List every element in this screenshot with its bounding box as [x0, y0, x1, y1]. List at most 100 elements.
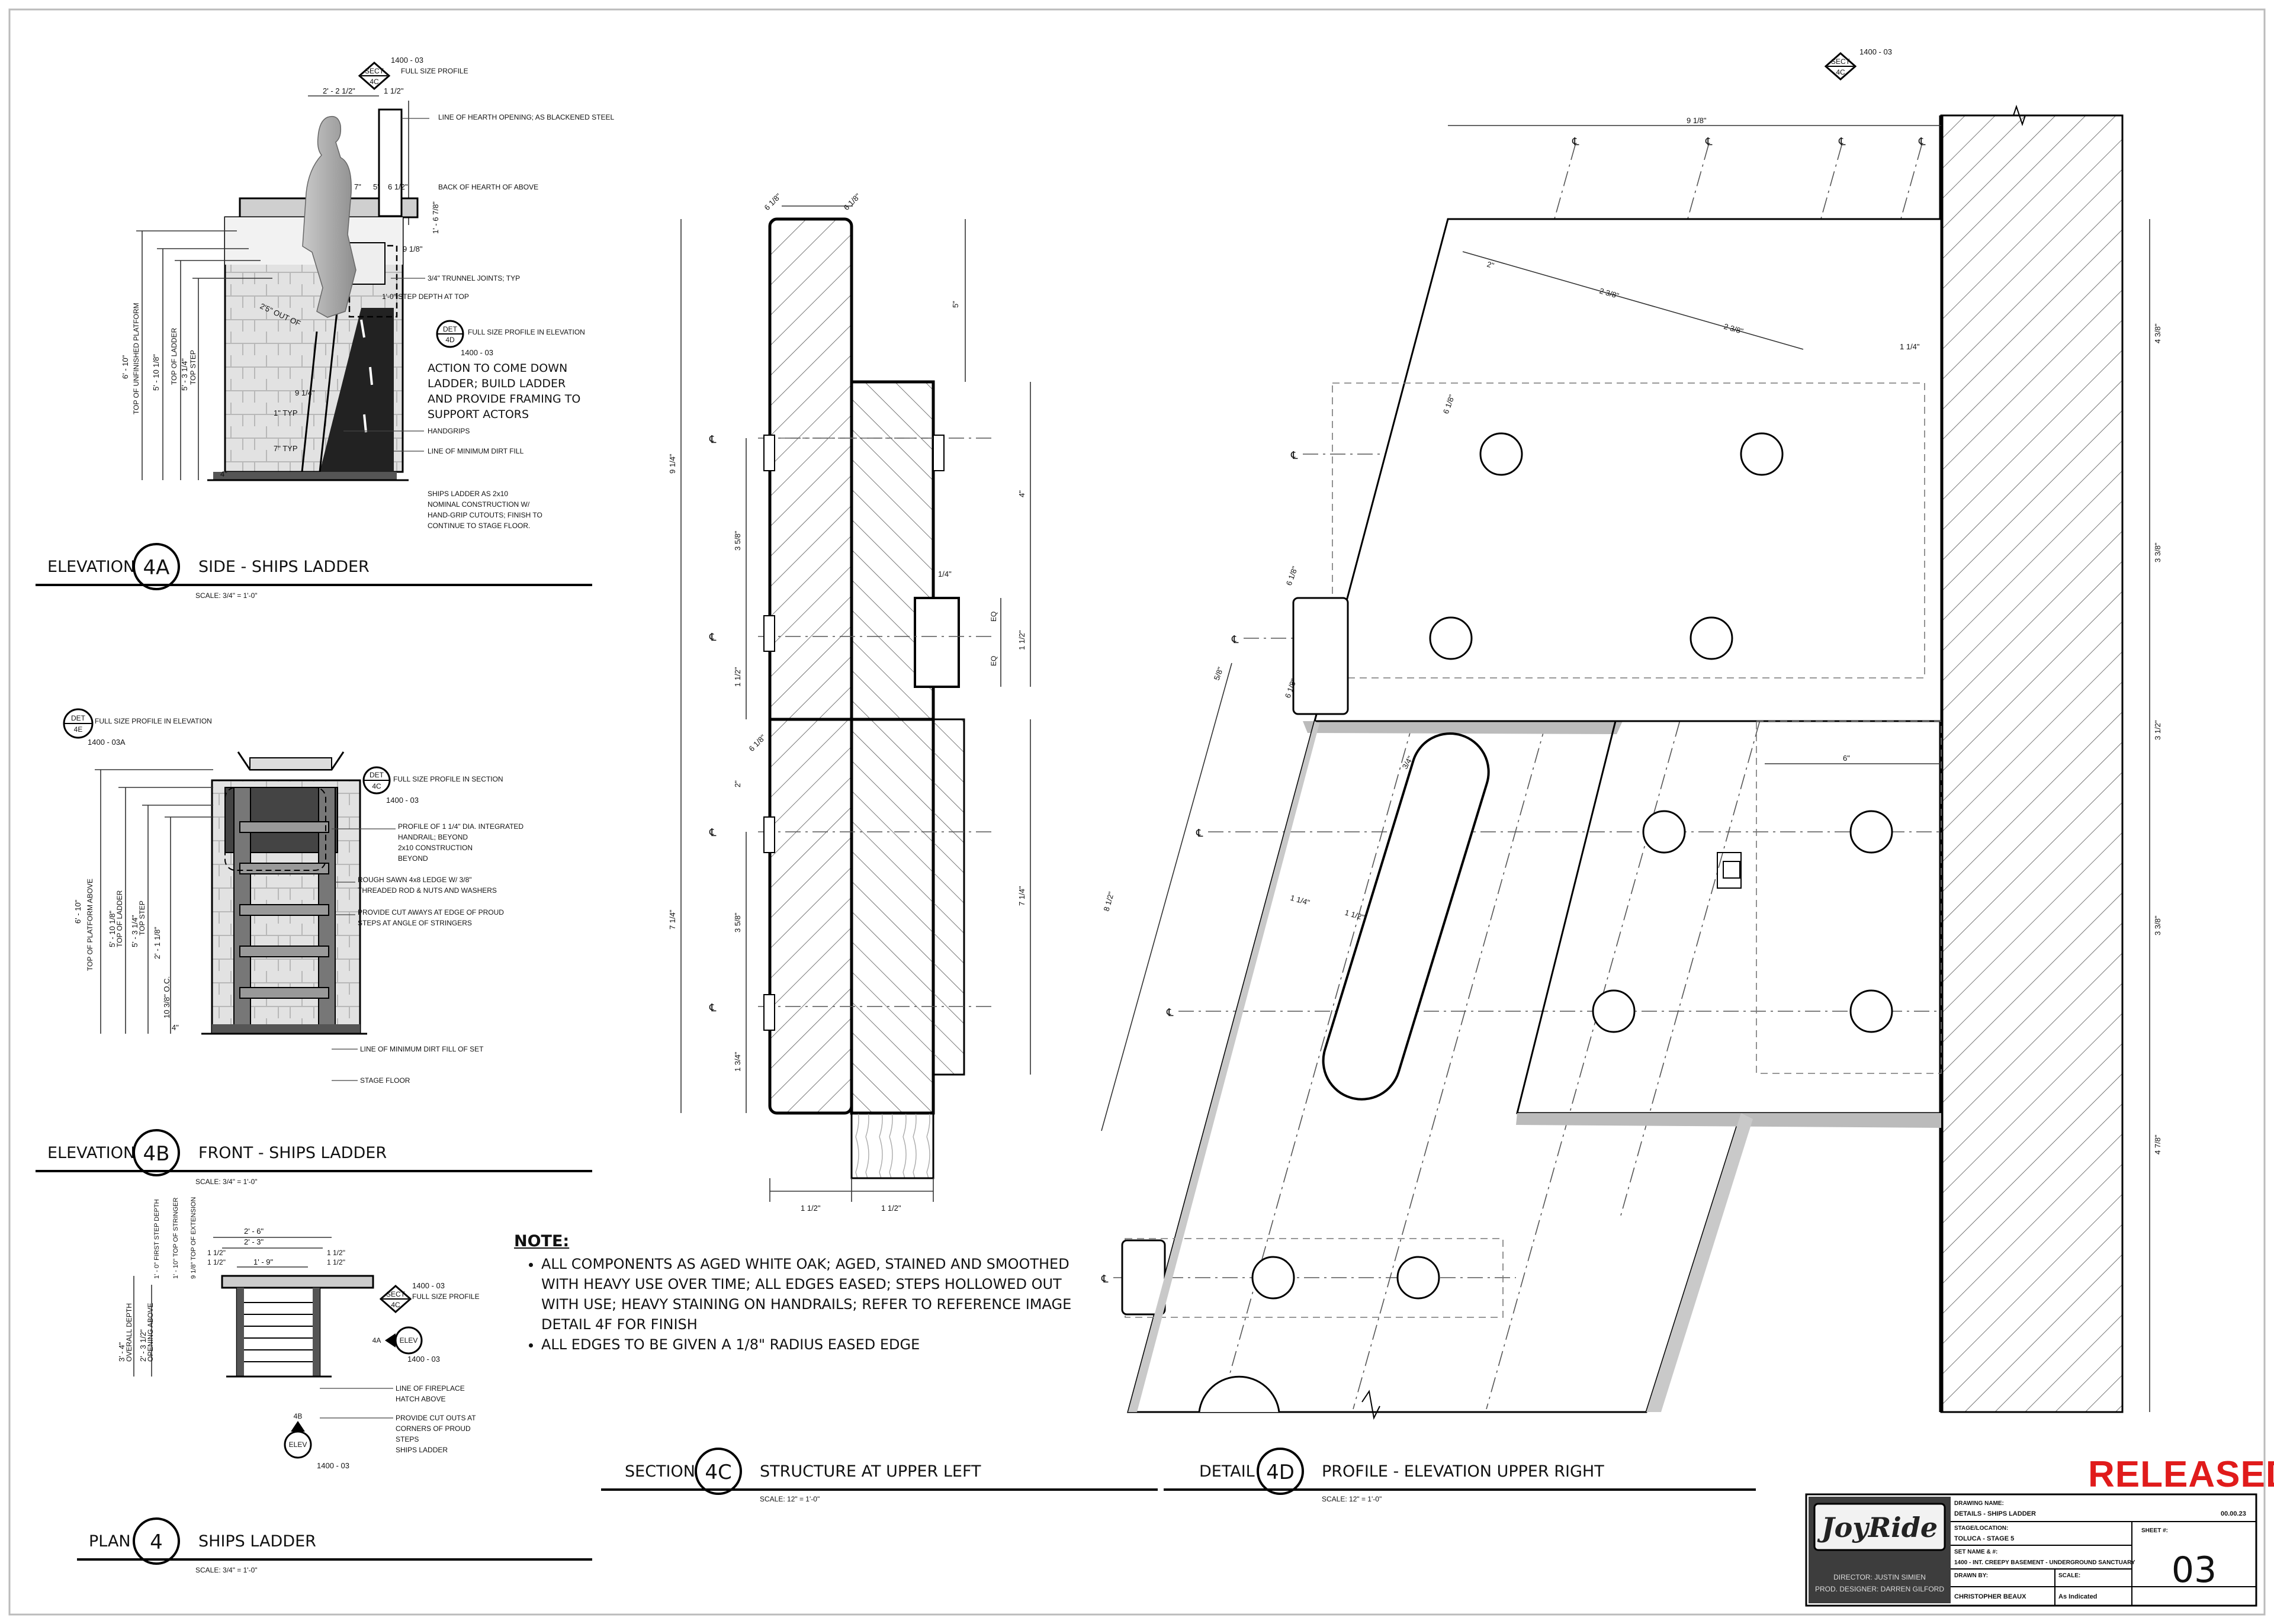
dim-label: TOP STEP	[189, 350, 197, 385]
centerline-symbol: ℄	[1196, 827, 1203, 839]
detail-marker-4d: DET 4D FULL SIZE PROFILE IN ELEVATION 14…	[436, 320, 585, 357]
note-item: ALL COMPONENTS AS AGED WHITE OAK; AGED, …	[541, 1254, 1083, 1334]
det-label: DET	[71, 714, 86, 722]
note-list: ALL COMPONENTS AS AGED WHITE OAK; AGED, …	[514, 1254, 1083, 1355]
view-id: 4	[150, 1530, 163, 1554]
view-title: PROFILE - ELEVATION UPPER RIGHT	[1322, 1462, 1604, 1481]
sect-ref: 4C	[1836, 68, 1845, 76]
view-scale: SCALE: 3/4" = 1'-0"	[195, 591, 258, 600]
plan-4: 2' - 6" 2' - 3" 1' - 9" 1 1/2" 1 1/2" 1 …	[77, 1197, 592, 1574]
dim-label: 1 1/2"	[1344, 908, 1366, 922]
dim-label: 9 1/4"	[295, 388, 315, 397]
ships-ladder-label: SHIPS LADDER	[396, 1446, 448, 1454]
dim-label: 2"	[733, 780, 742, 787]
trunnel-label: 3/4" TRUNNEL JOINTS; TYP	[428, 274, 520, 282]
centerline-symbol: ℄	[1572, 136, 1579, 147]
dim-label: 1 1/2"	[733, 667, 742, 687]
dim-label: 6' - 10"	[73, 899, 82, 924]
view-scale: SCALE: 12" = 1'-0"	[1322, 1495, 1382, 1503]
dim-label: 4 3/8"	[2153, 323, 2162, 343]
section-marker-4c-plan: SECT 4C 1400 - 03 FULL SIZE PROFILE	[379, 1281, 480, 1313]
dim-label: 1 1/2"	[327, 1258, 345, 1266]
min-dirt-label: LINE OF MINIMUM DIRT FILL	[428, 447, 524, 455]
sheet-border	[8, 8, 2266, 1616]
centerline-symbol: ℄	[1918, 136, 1926, 147]
drawn-by: CHRISTOPHER BEAUX	[1954, 1593, 2026, 1600]
dim-label: 3 3/8"	[2153, 542, 2162, 562]
ships-ladder-note: CONTINUE TO STAGE FLOOR.	[428, 522, 530, 530]
section-4c: ℄ ℄ ℄ ℄ 6 1/8" 6 1/8" 5" 9 1/4" 4" 3 5/8…	[601, 192, 1158, 1503]
dim-label: 7" TYP	[274, 444, 298, 453]
dim-label: 1' - 10" TOP OF STRINGER	[172, 1198, 179, 1279]
released-stamp: RELEASED	[2088, 1454, 2274, 1495]
det-label: DET	[370, 771, 384, 779]
set-label: SET NAME & #:	[1954, 1549, 1997, 1555]
cutaways-note: STEPS AT ANGLE OF STRINGERS	[358, 919, 472, 927]
ships-ladder-note: SHIPS LADDER AS 2x10	[428, 490, 508, 498]
view-title: STRUCTURE AT UPPER LEFT	[760, 1462, 981, 1481]
sheet-number: 03	[2172, 1549, 2217, 1591]
dim-label: 10 3/8" O.C.	[162, 976, 171, 1018]
view-label: ELEVATION	[47, 1144, 135, 1162]
dim-label: 5' - 10 1/8"	[152, 354, 160, 391]
dim-label: 9 1/8"	[1687, 116, 1707, 125]
dim-label: 5"	[373, 182, 380, 191]
dim-label: TOP OF PLATFORM ABOVE	[86, 879, 94, 971]
title-4b: ELEVATION 4B FRONT - SHIPS LADDER SCALE:…	[36, 1129, 592, 1186]
dim-label: 1 1/2"	[384, 86, 404, 95]
centerline-symbol: ℄	[1231, 633, 1239, 645]
dim-label: EQ	[990, 656, 998, 666]
dim-label: 5' - 10 1/8"	[108, 911, 117, 947]
sheet-label: SHEET #:	[2141, 1527, 2168, 1534]
scale-label: SCALE:	[2058, 1572, 2080, 1579]
dim-label: 9 1/8"	[403, 245, 423, 253]
centerline-symbol: ℄	[1290, 449, 1298, 461]
title-4: PLAN 4 SHIPS LADDER SCALE: 3/4" = 1'-0"	[77, 1517, 592, 1574]
dim-label: 9 1/4"	[668, 454, 677, 474]
dim-label: OVERALL DEPTH	[125, 1303, 133, 1362]
drawing-date: 00.00.23	[2221, 1510, 2246, 1517]
fireplace-hatch-note: LINE OF FIREPLACE	[396, 1384, 465, 1393]
dim-label: 3 5/8"	[733, 530, 742, 551]
sect-ref: 4C	[391, 1301, 400, 1309]
sect-label: SECT	[386, 1290, 406, 1298]
elevation-4a: SECT 4C 1400 - 03 FULL SIZE PROFILE 2' -…	[36, 56, 615, 600]
director-credit: DIRECTOR: JUSTIN SIMIEN	[1833, 1573, 1926, 1581]
title-4a: ELEVATION 4A SIDE - SHIPS LADDER SCALE: …	[36, 543, 592, 600]
det-label: DET	[443, 325, 458, 333]
sect-label: SECT	[1831, 57, 1851, 66]
cutouts-note: CORNERS OF PROUD	[396, 1424, 471, 1433]
elev-ref: 4A	[372, 1336, 381, 1345]
dim-label: 4 7/8"	[2153, 1134, 2162, 1155]
elev-ref: 4B	[294, 1412, 303, 1420]
note-item: ALL EDGES TO BE GIVEN A 1/8" RADIUS EASE…	[541, 1334, 1083, 1355]
full-size-profile-label: FULL SIZE PROFILE	[401, 67, 468, 75]
det-ref: 4C	[372, 782, 381, 790]
cutouts-note: STEPS	[396, 1435, 419, 1443]
back-of-hearth-label: BACK OF HEARTH OF ABOVE	[438, 183, 538, 191]
ledge-note: ROUGH SAWN 4x8 LEDGE W/ 3/8"	[358, 876, 472, 884]
dim-label: 1 1/4"	[1289, 893, 1311, 907]
handgrips-label: HANDGRIPS	[428, 427, 470, 435]
centerline-symbol: ℄	[709, 433, 717, 445]
bolt-holes	[1251, 432, 1893, 1300]
dim-label: 7"	[354, 182, 361, 191]
sheet-ref: 1400 - 03	[461, 348, 493, 357]
section-marker-4c-top: SECT 4C 1400 - 03 FULL SIZE PROFILE	[358, 56, 468, 90]
view-id: 4D	[1266, 1461, 1295, 1484]
dim-label: 3' - 4"	[117, 1342, 126, 1362]
view-title: FRONT - SHIPS LADDER	[198, 1144, 387, 1162]
scale-value: As Indicated	[2058, 1593, 2097, 1600]
title-4d: DETAIL 4D PROFILE - ELEVATION UPPER RIGH…	[1164, 1448, 1756, 1503]
sheet-ref: 1400 - 03	[317, 1461, 349, 1470]
dim-label: 3 3/8"	[2153, 915, 2162, 935]
dim-label: 2' - 6"	[244, 1227, 264, 1236]
elevation-marker-4b: ELEV 4B 1400 - 03	[284, 1412, 349, 1470]
full-size-profile-label: FULL SIZE PROFILE	[412, 1292, 480, 1301]
view-title: SHIPS LADDER	[198, 1532, 316, 1551]
dim-label: 1' - 6 7/8"	[431, 201, 440, 234]
centerline-symbol: ℄	[709, 827, 717, 838]
centerline-symbol: ℄	[1705, 136, 1713, 147]
dim-label: 1" TYP	[274, 409, 298, 417]
